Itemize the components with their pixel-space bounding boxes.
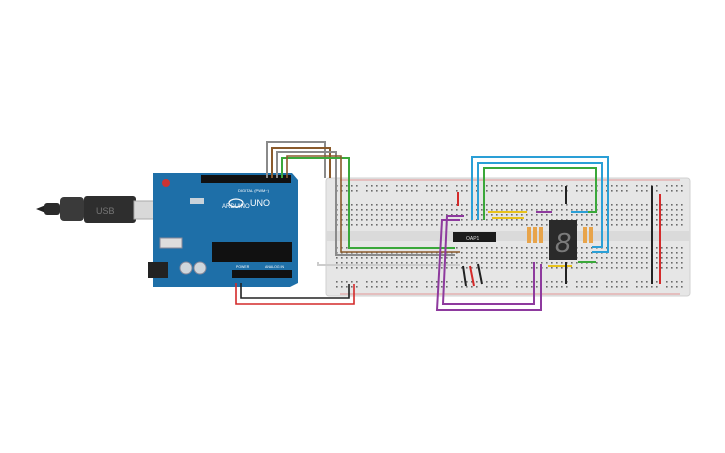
power-analog-header <box>232 270 292 278</box>
digital-header-label: DIGITAL (PWM~) <box>238 188 270 193</box>
seven-segment-display[interactable]: 8 <box>549 220 577 260</box>
breadboard <box>325 177 691 297</box>
arduino-model-text: UNO <box>250 198 270 208</box>
reset-button[interactable] <box>162 179 170 187</box>
ic-label: OAP1 <box>466 236 480 242</box>
svg-text:USB: USB <box>96 206 115 216</box>
wires[interactable] <box>235 141 661 311</box>
arduino-uno-board[interactable]: ARDUINO UNO DIGITAL (PWM~) POWER ANALOG … <box>148 173 298 287</box>
seven-segment-digit: 8 <box>555 227 571 258</box>
usb-cable[interactable]: USB <box>36 196 161 223</box>
breadboard-holes <box>336 185 683 288</box>
analog-header-label: ANALOG IN <box>265 265 285 269</box>
power-rail-lines <box>340 179 680 295</box>
atmega-chip <box>212 242 292 262</box>
resistor-array-right[interactable] <box>583 227 593 243</box>
digital-header <box>201 175 291 183</box>
resistor-array-left[interactable] <box>527 227 543 243</box>
ic-chip[interactable]: OAP1 <box>453 232 496 242</box>
power-jack <box>148 262 168 278</box>
power-header-label: POWER <box>236 265 250 269</box>
